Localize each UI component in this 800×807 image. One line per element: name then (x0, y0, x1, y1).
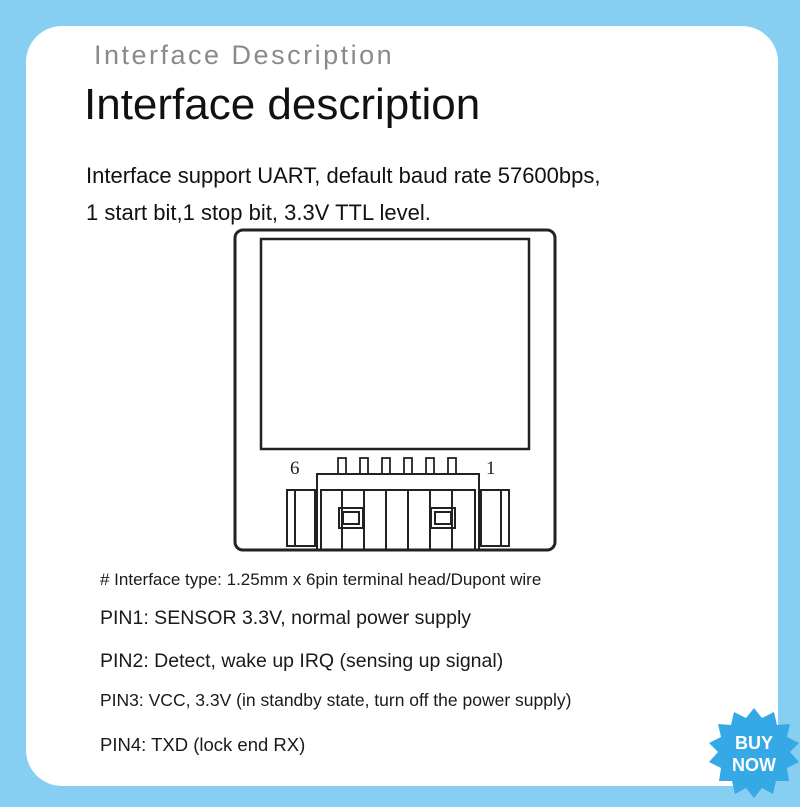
interface-type-note: # Interface type: 1.25mm x 6pin terminal… (100, 570, 542, 589)
section-subtitle: Interface Description (94, 40, 395, 70)
badge-line-1: BUY (734, 733, 773, 753)
connector-housing (286, 473, 510, 551)
pin-6-label: 6 (290, 458, 300, 479)
badge-line-2: NOW (732, 755, 776, 775)
pin4-note: PIN4: TXD (lock end RX) (100, 734, 306, 755)
pin2-note: PIN2: Detect, wake up IRQ (sensing up si… (100, 650, 504, 672)
sensor-module-diagram: 6 1 (233, 228, 557, 552)
pin-1-label: 1 (486, 458, 496, 479)
badge-starburst-icon (709, 708, 799, 798)
description-line-1: Interface support UART, default baud rat… (86, 163, 601, 188)
pin1-note: PIN1: SENSOR 3.3V, normal power supply (100, 607, 472, 629)
description-line-2: 1 start bit,1 stop bit, 3.3V TTL level. (86, 200, 431, 225)
pin3-note: PIN3: VCC, 3.3V (in standby state, turn … (100, 690, 572, 710)
sensor-window (259, 237, 531, 451)
page-title: Interface description (84, 80, 481, 129)
interface-description: Interface support UART, default baud rat… (86, 157, 601, 231)
buy-now-badge[interactable]: BUY NOW (706, 706, 800, 802)
